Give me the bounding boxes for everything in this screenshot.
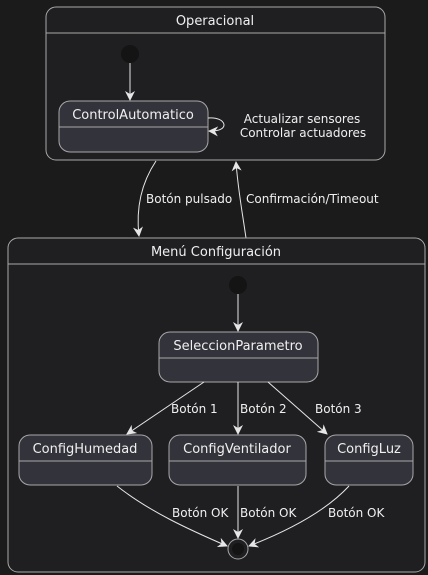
state-control-automatico-label: ControlAutomatico — [72, 108, 194, 123]
transition-ok-luz-label: Botón OK — [328, 506, 385, 520]
final-state — [227, 538, 249, 560]
transition-ok-humedad — [116, 485, 228, 548]
transition-to-operacional — [231, 161, 247, 239]
initial-state-operacional — [121, 45, 139, 63]
transition-boton-3-label: Botón 3 — [315, 402, 362, 416]
transition-boton-1 — [126, 381, 205, 435]
transition-to-config — [133, 160, 157, 237]
state-config-humedad-label: ConfigHumedad — [33, 442, 138, 457]
transition-boton-3 — [267, 381, 328, 435]
state-config-ventilador-label: ConfigVentilador — [183, 442, 291, 457]
composite-configuracion[interactable]: Menú Configuración — [7, 237, 426, 573]
state-config-humedad[interactable]: ConfigHumedad — [18, 434, 153, 486]
state-config-ventilador[interactable]: ConfigVentilador — [168, 434, 307, 486]
transition-self-loop-label-line1: Actualizar sensores — [244, 112, 360, 126]
transition-boton-2-label: Botón 2 — [240, 402, 287, 416]
state-config-luz-label: ConfigLuz — [337, 442, 401, 457]
composite-configuracion-title: Menú Configuración — [151, 245, 281, 260]
transition-self-loop — [207, 117, 225, 137]
state-seleccion-parametro[interactable]: SeleccionParametro — [158, 331, 319, 383]
state-seleccion-parametro-label: SeleccionParametro — [173, 339, 302, 354]
initial-state-configuracion — [229, 276, 247, 294]
state-control-automatico[interactable]: ControlAutomatico — [58, 100, 209, 153]
composite-operacional-title: Operacional — [176, 14, 254, 29]
transition-self-loop-label-line2: Controlar actuadores — [240, 126, 366, 140]
transition-ok-luz — [248, 485, 350, 548]
state-config-luz[interactable]: ConfigLuz — [324, 434, 414, 486]
transition-to-operacional-label: Confirmación/Timeout — [246, 192, 379, 206]
transition-ok-ventilador-label: Botón OK — [240, 506, 297, 520]
transition-boton-1-label: Botón 1 — [171, 402, 218, 416]
transition-to-config-label: Botón pulsado — [146, 192, 232, 206]
transition-ok-humedad-label: Botón OK — [172, 506, 229, 520]
